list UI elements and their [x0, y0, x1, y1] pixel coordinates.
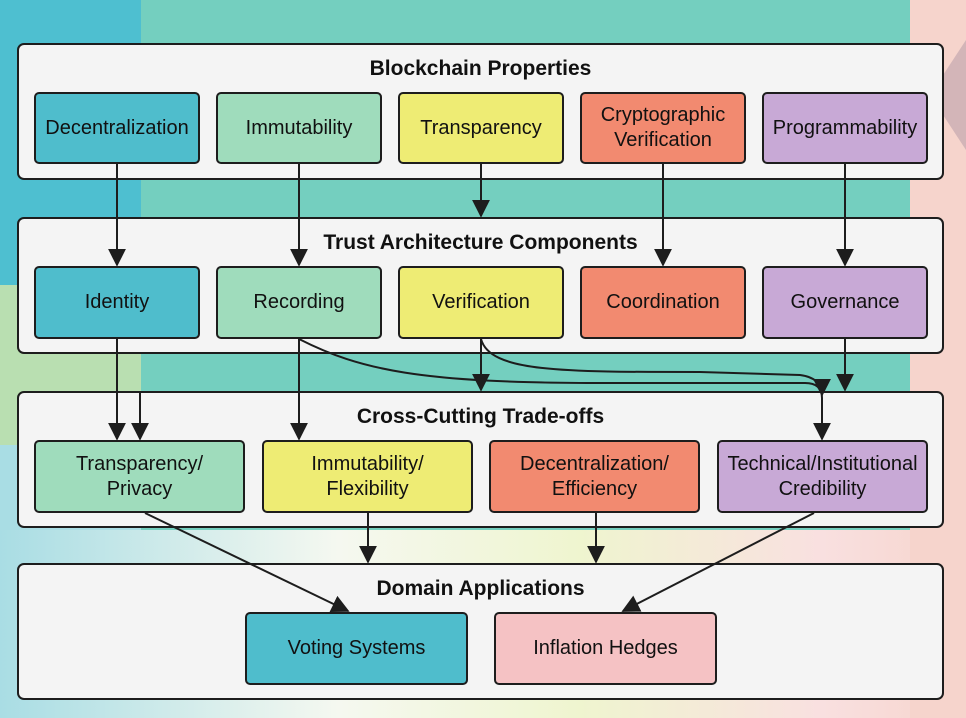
layer-title: Cross-Cutting Trade-offs: [356, 405, 605, 428]
node-verification[interactable]: Verification: [398, 266, 564, 339]
node-technical-institutional-credibility[interactable]: Technical/Institutional Credibility: [717, 440, 928, 513]
node-coordination[interactable]: Coordination: [580, 266, 746, 339]
node-immutability[interactable]: Immutability: [216, 92, 382, 164]
node-cryptographic-verification[interactable]: Cryptographic Verification: [580, 92, 746, 164]
node-decentralization[interactable]: Decentralization: [34, 92, 200, 164]
node-transparency[interactable]: Transparency: [398, 92, 564, 164]
node-identity[interactable]: Identity: [34, 266, 200, 339]
node-recording[interactable]: Recording: [216, 266, 382, 339]
node-decentralization-efficiency[interactable]: Decentralization/ Efficiency: [489, 440, 700, 513]
node-immutability-flexibility[interactable]: Immutability/ Flexibility: [262, 440, 473, 513]
node-inflation-hedges[interactable]: Inflation Hedges: [494, 612, 717, 685]
layer-title: Domain Applications: [376, 577, 585, 600]
layer-title: Trust Architecture Components: [323, 231, 638, 254]
node-governance[interactable]: Governance: [762, 266, 928, 339]
node-transparency-privacy[interactable]: Transparency/ Privacy: [34, 440, 245, 513]
node-voting-systems[interactable]: Voting Systems: [245, 612, 468, 685]
node-programmability[interactable]: Programmability: [762, 92, 928, 164]
layer-title: Blockchain Properties: [369, 57, 592, 80]
layer-domain-applications: Domain Applications: [17, 563, 944, 700]
